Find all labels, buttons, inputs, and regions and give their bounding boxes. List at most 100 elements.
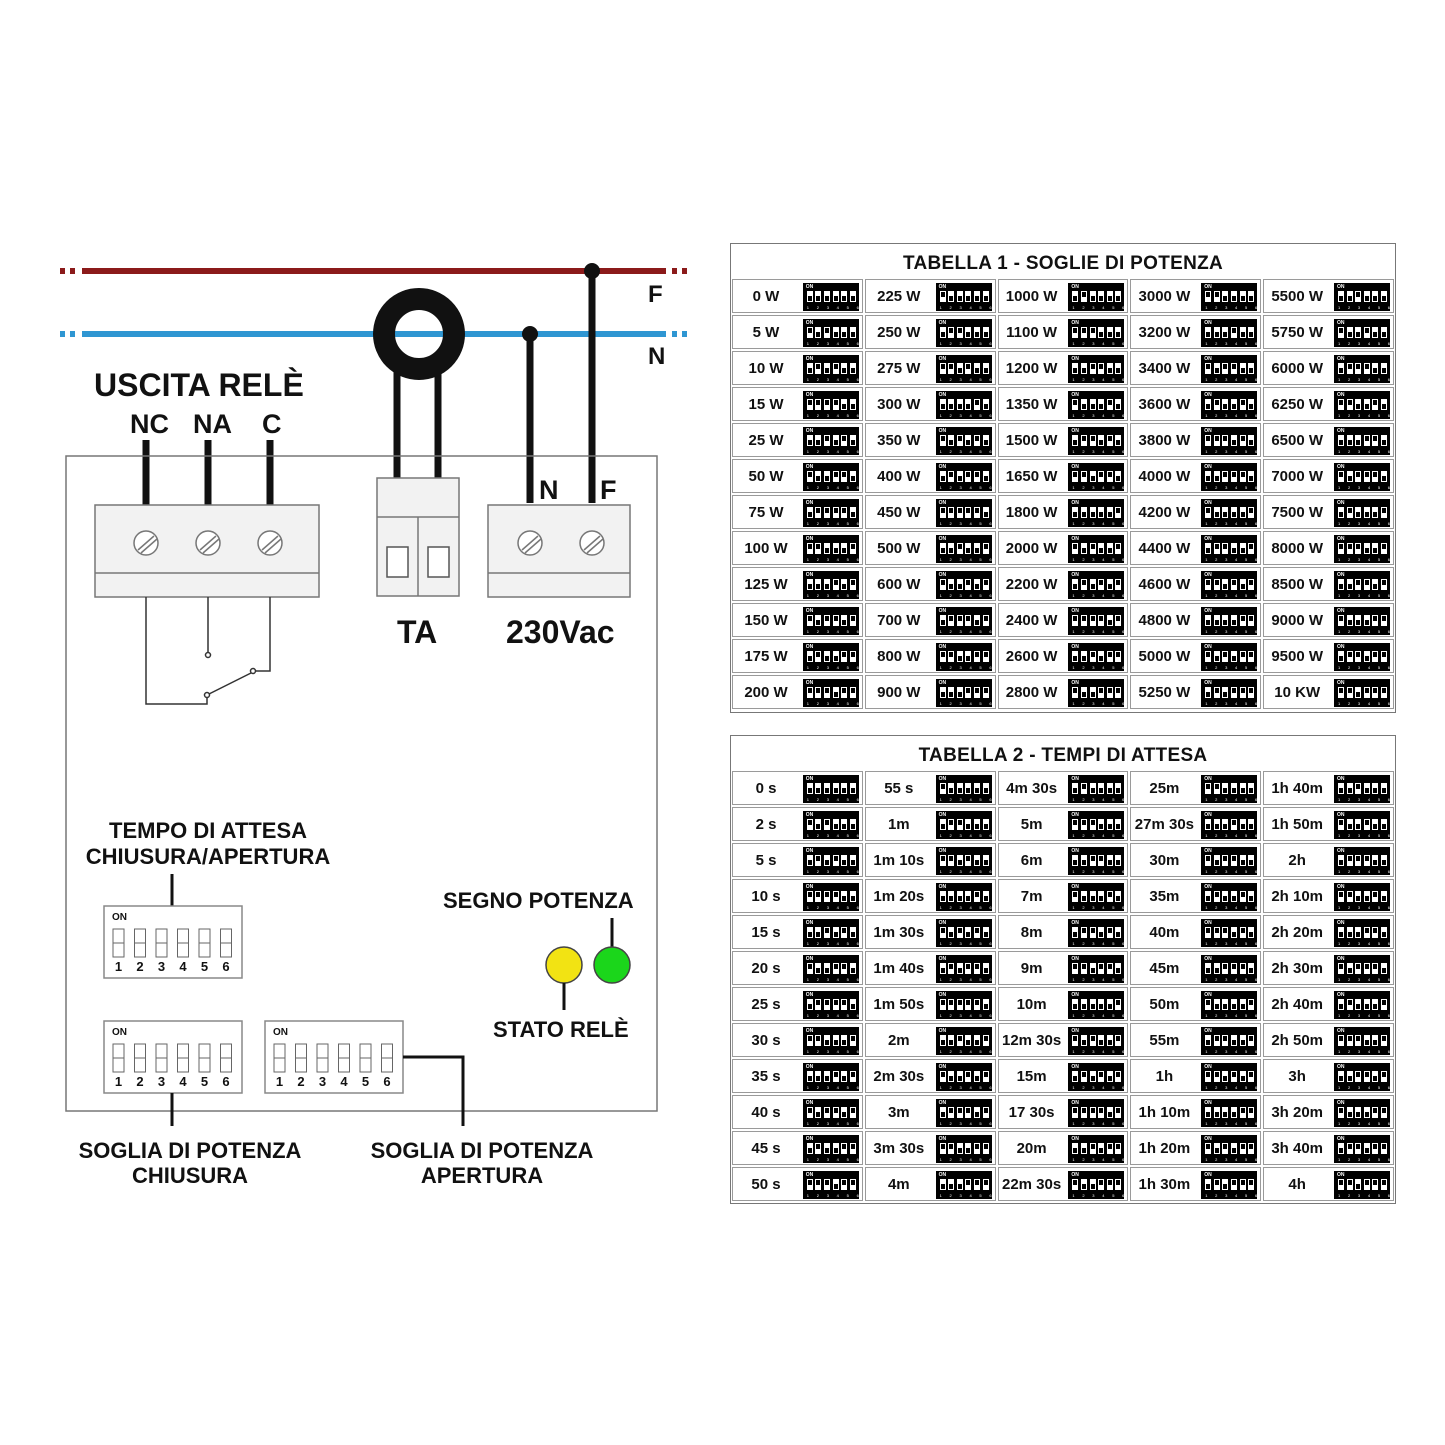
dip-lever [1248,327,1255,338]
cell-value: 3m [887,1103,910,1121]
dip-lever [1089,651,1096,662]
dip-number: 2 [949,305,952,310]
cell-value: 30m [1149,851,1180,869]
dip-number: 4 [1367,1193,1371,1198]
dip-number: 1 [939,665,942,670]
dip-lever [939,543,946,554]
dip-lever [1072,1179,1079,1190]
dip-lever [832,579,839,590]
dip-lever [1372,963,1379,974]
dip-lever [1230,687,1237,698]
dip-number: 4 [1367,1013,1371,1018]
dip-number: 2 [1347,629,1351,634]
dip-lever [939,819,946,830]
dip-lever [982,291,989,302]
dip-lever [956,579,963,590]
dip-lever [1248,507,1255,518]
dip-lever [1338,615,1344,626]
dip-number: 3 [1357,1157,1361,1162]
dip-lever [1072,1071,1079,1082]
dip-lever [1338,891,1344,902]
dip-number: 1 [1072,665,1075,670]
dip-number: 6 [1387,1157,1390,1162]
dip-number: 5 [1245,977,1248,982]
cell-value: 1m 30s [873,923,925,941]
dip-number: 2 [949,941,952,946]
dip-number: 5 [979,341,982,346]
dip-number: 1 [1205,701,1208,706]
dip-lever [1248,615,1255,626]
dip-lever [815,435,822,446]
dip-on-label: ON [1337,956,1345,962]
dip-lever [1338,1107,1344,1118]
dip-number: 4 [1367,593,1371,598]
dip-lever [1338,963,1344,974]
dip-number: 2 [1215,521,1218,526]
cell-value: 25 W [748,431,784,449]
cell-value: 175 W [744,647,788,665]
dip-number: 5 [1245,797,1248,802]
dip-lever [1363,363,1370,374]
dip-lever [1072,435,1079,446]
dip-number: 5 [846,869,849,874]
dip-number: 5 [846,833,849,838]
dip-number: 4 [1367,665,1371,670]
cell-value: 10 W [748,359,784,377]
dip-number: 4 [1367,869,1371,874]
dip-lever [1115,1035,1122,1046]
dip-number: 4 [1367,1157,1371,1162]
dip-on-label: ON [1204,500,1212,506]
dip-number: 5 [1112,413,1115,418]
dip-number: 2 [1215,977,1218,982]
dip-number: 1 [939,449,942,454]
cell-value: 5250 W [1138,683,1191,701]
cell-value: 5 s [755,851,777,869]
dip-number: 5 [1112,593,1115,598]
screw-icon [195,530,221,556]
dip-number: 3 [959,413,962,418]
dip-lever [1248,543,1255,554]
dip-lever [956,471,963,482]
dip-number: 6 [1254,869,1258,874]
dip-number: 4 [1102,977,1105,982]
dip-number: 1 [115,959,122,974]
dip-lever [1115,435,1122,446]
dip-lever [806,855,813,866]
dip-lever [1355,1035,1362,1046]
dip-on-label: ON [805,1136,814,1142]
cell-value: 400 W [877,467,921,485]
cell-value: 5750 W [1271,323,1324,341]
ta-label: TA [397,614,437,650]
dip-number: 5 [1377,1013,1381,1018]
dip-lever [982,855,989,866]
dip-number: 6 [1254,593,1258,598]
dip-lever [841,363,848,374]
dip-lever [982,1179,989,1190]
dip-number: 5 [1377,1193,1381,1198]
dip-number: 4 [1235,593,1238,598]
dip-lever [1115,999,1122,1010]
dip-lever [1213,471,1220,482]
dip-lever [1222,927,1229,938]
dip-number: 6 [856,797,859,802]
dip-lever [1338,291,1344,302]
dip-number: 6 [856,305,859,310]
dip-number: 3 [826,941,829,946]
dip-number: 6 [1122,1013,1125,1018]
dip-number: 3 [1092,905,1095,910]
tempo-label-line1: TEMPO DI ATTESA [109,818,307,843]
